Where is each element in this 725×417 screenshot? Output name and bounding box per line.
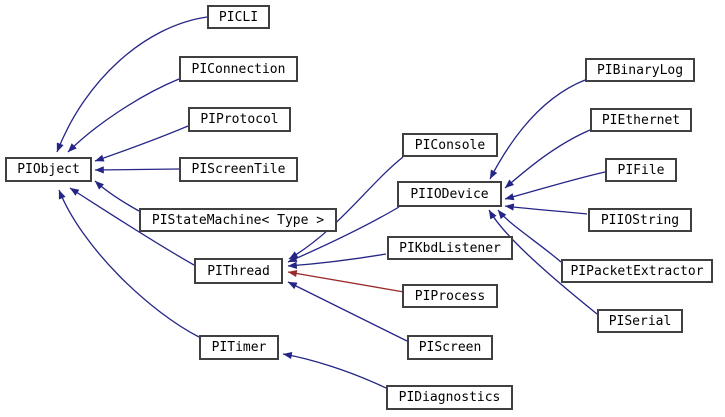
- node-label: PIIODevice: [410, 186, 489, 202]
- node-label: PIPacketExtractor: [570, 263, 704, 279]
- node-pibinarylog[interactable]: PIBinaryLog: [585, 58, 695, 82]
- node-label: PICLI: [218, 9, 259, 25]
- node-piiodevice[interactable]: PIIODevice: [397, 181, 502, 207]
- edge-piserial-to-piiodevice: [488, 209, 598, 315]
- node-label: PIKbdListener: [399, 240, 501, 256]
- node-label: PISerial: [608, 313, 672, 329]
- node-piscreen[interactable]: PIScreen: [407, 335, 493, 360]
- node-pidiagnostics[interactable]: PIDiagnostics: [386, 385, 513, 410]
- edge-piiodevice-to-pithread: [287, 206, 400, 263]
- edge-piprotocol-to-piobject: [94, 125, 189, 162]
- node-pistatemachine[interactable]: PIStateMachine< Type >: [139, 208, 337, 232]
- node-label: PIProtocol: [200, 112, 279, 127]
- node-piprotocol[interactable]: PIProtocol: [188, 107, 291, 132]
- node-pifile[interactable]: PIFile: [605, 158, 677, 182]
- node-label: PIObject: [17, 162, 80, 177]
- node-label: PIProcess: [414, 288, 486, 304]
- node-label: PIIOString: [600, 212, 680, 228]
- node-label: PIStateMachine< Type >: [151, 212, 325, 228]
- node-pikbdlistener[interactable]: PIKbdListener: [387, 236, 513, 260]
- node-label: PIScreen: [418, 340, 482, 355]
- node-picli[interactable]: PICLI: [207, 5, 270, 29]
- edge-pifile-to-piiodevice: [504, 171, 606, 201]
- node-piconsole[interactable]: PIConsole: [402, 133, 498, 157]
- node-label: PITimer: [211, 340, 267, 355]
- edge-piconnection-to-piobject: [67, 78, 180, 153]
- node-pitimer[interactable]: PITimer: [199, 335, 279, 360]
- node-label: PIFile: [617, 162, 665, 178]
- node-piobject[interactable]: PIObject: [5, 157, 92, 182]
- node-label: PIBinaryLog: [596, 62, 684, 78]
- node-piserial[interactable]: PISerial: [597, 309, 683, 333]
- node-piscreentile[interactable]: PIScreenTile: [179, 157, 298, 182]
- node-label: PIConsole: [414, 137, 486, 153]
- edge-piethernet-to-piiodevice: [504, 129, 591, 189]
- node-pithread[interactable]: PIThread: [194, 258, 283, 284]
- node-label: PIConnection: [191, 61, 286, 77]
- node-label: PIScreenTile: [191, 162, 286, 177]
- node-pipacketextractor[interactable]: PIPacketExtractor: [561, 259, 713, 283]
- edge-pibinarylog-to-piiodevice: [489, 79, 586, 180]
- node-label: PIThread: [207, 263, 270, 279]
- edge-piscreentile-to-piobject: [94, 166, 180, 174]
- node-piethernet[interactable]: PIEthernet: [590, 108, 692, 132]
- edge-picli-to-piobject: [56, 16, 208, 153]
- edge-pidiagnostics-to-pitimer: [282, 351, 387, 389]
- edge-piconsole-to-pithread: [288, 156, 404, 260]
- node-label: PIEthernet: [601, 112, 681, 128]
- edge-pipacketextractor-to-piiodevice: [497, 209, 562, 263]
- node-piprocess[interactable]: PIProcess: [402, 284, 498, 308]
- node-piconnection[interactable]: PIConnection: [179, 56, 298, 82]
- edge-pistatemachine-to-piobject: [94, 180, 140, 212]
- edge-pitimer-to-piobject: [58, 189, 200, 338]
- edge-piprocess-to-pithread: [287, 269, 405, 293]
- node-label: PIDiagnostics: [398, 390, 501, 405]
- edge-piscreen-to-pithread: [287, 281, 408, 342]
- edge-pikbdlistener-to-pithread: [287, 253, 387, 269]
- node-piiostring[interactable]: PIIOString: [588, 208, 692, 232]
- edge-pithread-to-piobject: [69, 187, 195, 266]
- edge-piiostring-to-piiodevice: [504, 203, 588, 215]
